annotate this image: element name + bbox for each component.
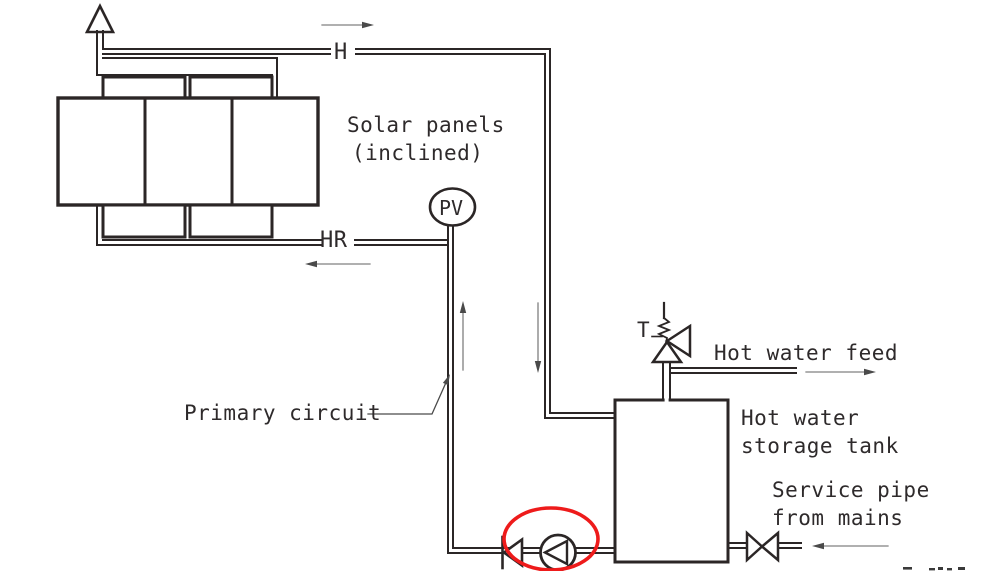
feed-flow-arrow-right (805, 368, 876, 376)
pump-icon (539, 533, 577, 571)
open-vent-arrow-icon (84, 3, 116, 76)
cropped-caption-fragment (903, 567, 965, 571)
hot-water-feed-label: Hot water feed (714, 341, 899, 365)
relief-valve-icon (650, 301, 692, 401)
pipe-hr-return (96, 204, 449, 246)
primary-circuit-leader (367, 374, 450, 415)
pipe-h-label: H (334, 40, 348, 65)
service-pipe-label-line1: Service pipe (772, 478, 930, 502)
h-flow-arrow-right (321, 21, 374, 29)
pv-circle-icon (428, 187, 477, 227)
red-ellipse-annotation (502, 506, 600, 571)
hr-flow-arrow-left (305, 260, 371, 268)
service-pipe-label-line2: from mains (772, 506, 904, 530)
solar-panels-label-line2: (inclined) (352, 141, 484, 165)
hot-water-feed-pipe (669, 367, 797, 374)
primary-circuit-pipe (447, 224, 615, 554)
mains-flow-arrow-left (812, 542, 889, 550)
solar-panel-array (56, 75, 320, 239)
storage-tank-label-line1: Hot water (741, 406, 860, 430)
downcomer-flow-arrow-down (534, 302, 542, 373)
primary-circuit-label: Primary circuit (184, 401, 382, 425)
storage-tank-label-line2: storage tank (741, 434, 899, 458)
service-pipe (727, 542, 802, 549)
pipe-hr-label: HR (320, 228, 348, 253)
pv-gauge-label: PV (439, 196, 464, 220)
storage-tank (613, 396, 730, 564)
temp-valve-label: T (637, 318, 651, 342)
solar-panels-label-line1: Solar panels (347, 113, 505, 137)
riser-flow-arrow-up (459, 301, 467, 371)
flow-arrows (305, 21, 889, 550)
pipe-h-flow (102, 48, 615, 419)
gate-valve-icon (745, 530, 780, 563)
